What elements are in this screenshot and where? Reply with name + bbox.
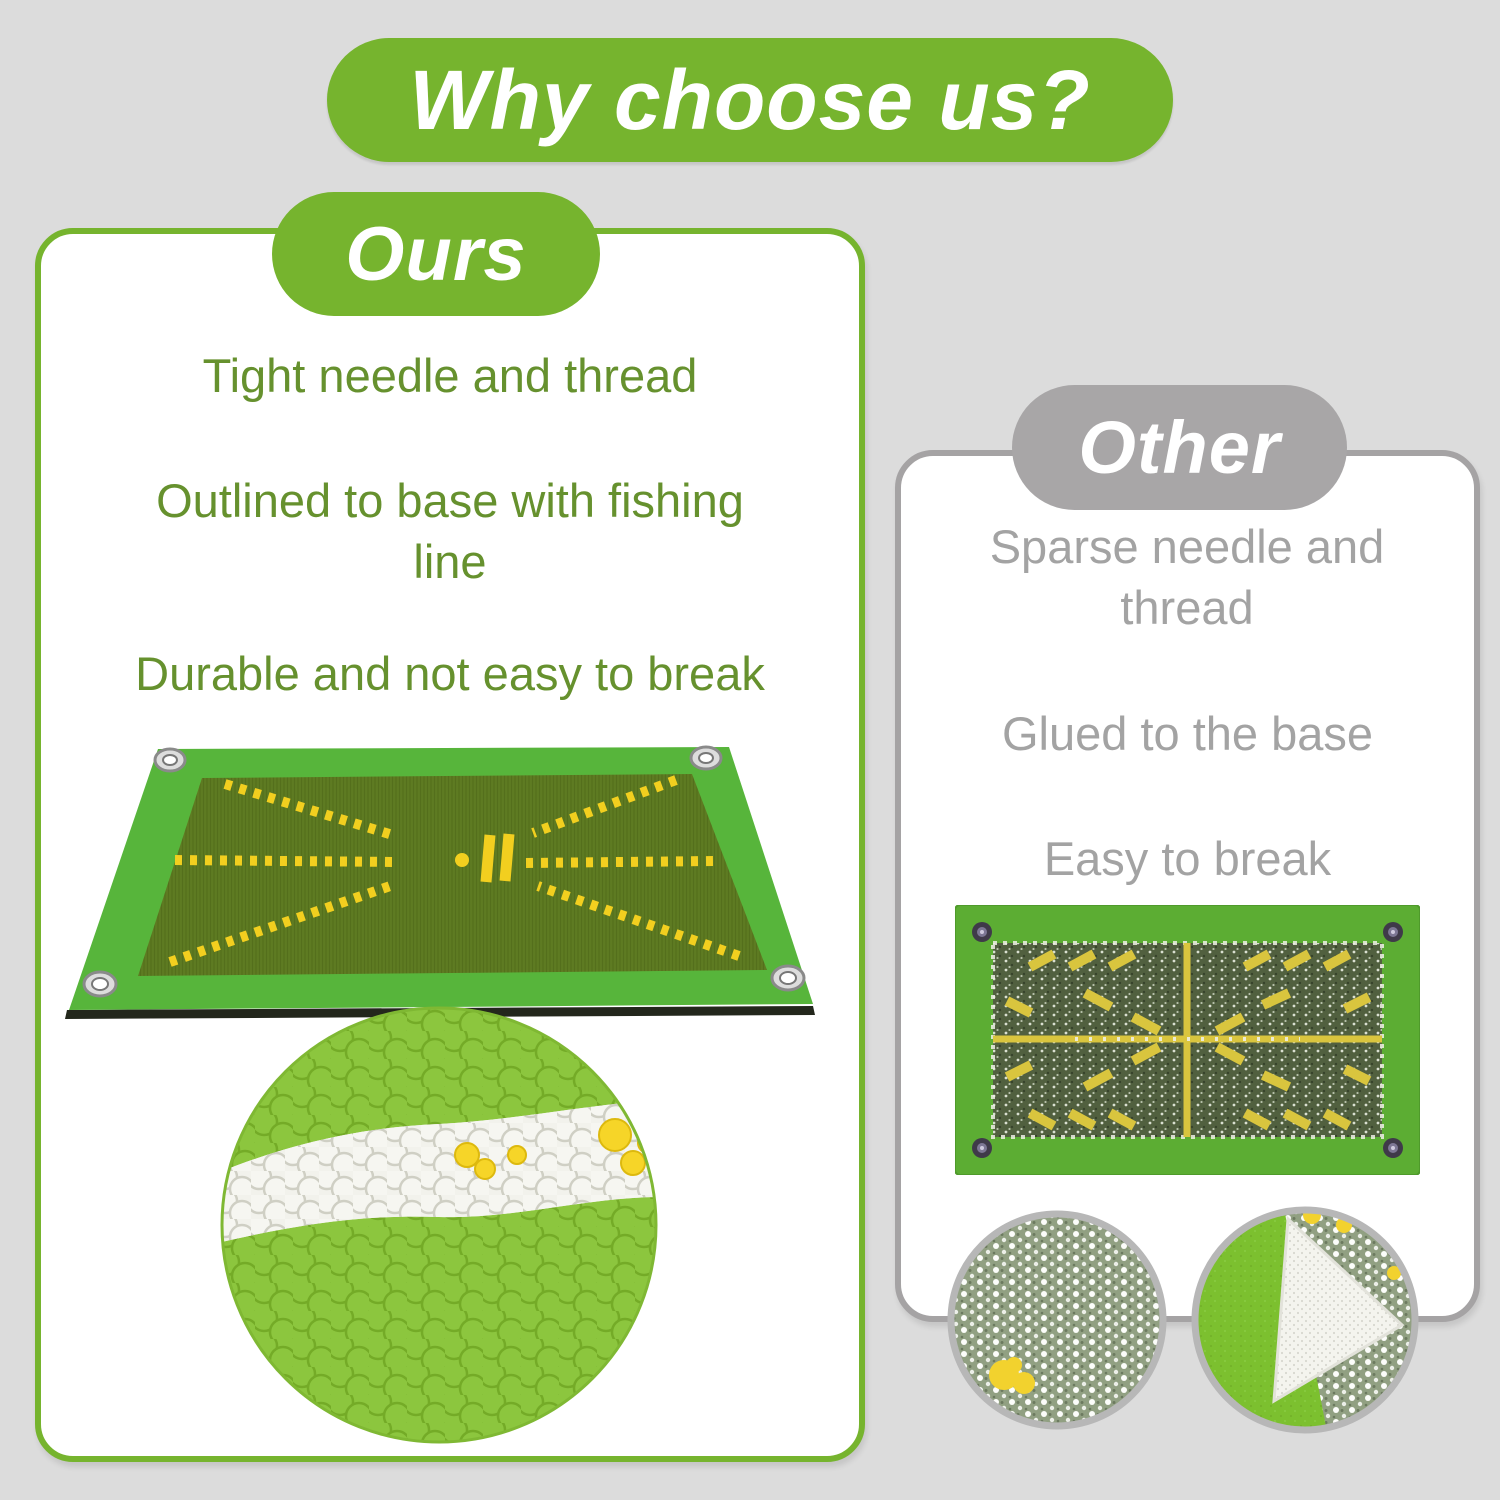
other-label-pill: Other: [1012, 385, 1347, 510]
ours-detail-photo: [217, 1003, 661, 1447]
other-detail-1-illustration: [947, 1210, 1167, 1430]
other-point-2: Glued to the base: [1001, 707, 1374, 760]
other-detail-2-yellow-sequins: [1303, 1212, 1401, 1280]
ours-label-text: Ours: [345, 211, 527, 297]
ours-mat-yellow-guides: [168, 775, 741, 967]
other-detail-2-texture: [1197, 1212, 1413, 1428]
other-point-3: Easy to break: [1043, 832, 1332, 885]
ours-point-1: Tight needle and thread: [202, 349, 698, 402]
ours-point-3: Durable and not easy to break: [135, 647, 765, 700]
ours-detail-yellow-sequins: [454, 1118, 657, 1180]
other-detail-photo-sparse: [944, 1207, 1170, 1433]
ours-mat: [65, 745, 815, 1019]
other-mat-yellow-dashes: [1004, 949, 1372, 1131]
other-panel: [895, 450, 1480, 1322]
other-detail-1-yellow-patch: [989, 1357, 1035, 1394]
title-text: Why choose us?: [409, 52, 1091, 147]
ours-mat-illustration: [65, 745, 815, 1019]
ours-detail-sequins: [221, 1007, 657, 1443]
ours-label-pill: Ours: [272, 192, 600, 316]
other-detail-photo-peeled: [1188, 1203, 1422, 1437]
other-mat-grommets: [972, 922, 1403, 1158]
ours-detail-illustration: [220, 1006, 658, 1444]
title-banner: Why choose us?: [327, 38, 1173, 162]
other-mat-photo: [955, 905, 1420, 1175]
other-point-1: Sparse needle and thread: [989, 520, 1385, 635]
ours-mat-photo: [30, 732, 830, 1022]
ours-mat-grommets: [82, 745, 806, 998]
other-detail-1-texture: [953, 1216, 1161, 1424]
other-label-text: Other: [1078, 406, 1281, 489]
ours-point-2: Outlined to base with fishing line: [156, 474, 744, 589]
other-detail-2-illustration: [1191, 1206, 1419, 1434]
other-mat: [955, 905, 1420, 1175]
ours-mat-center-bars: [480, 833, 515, 883]
other-mat-illustration: [955, 905, 1420, 1175]
